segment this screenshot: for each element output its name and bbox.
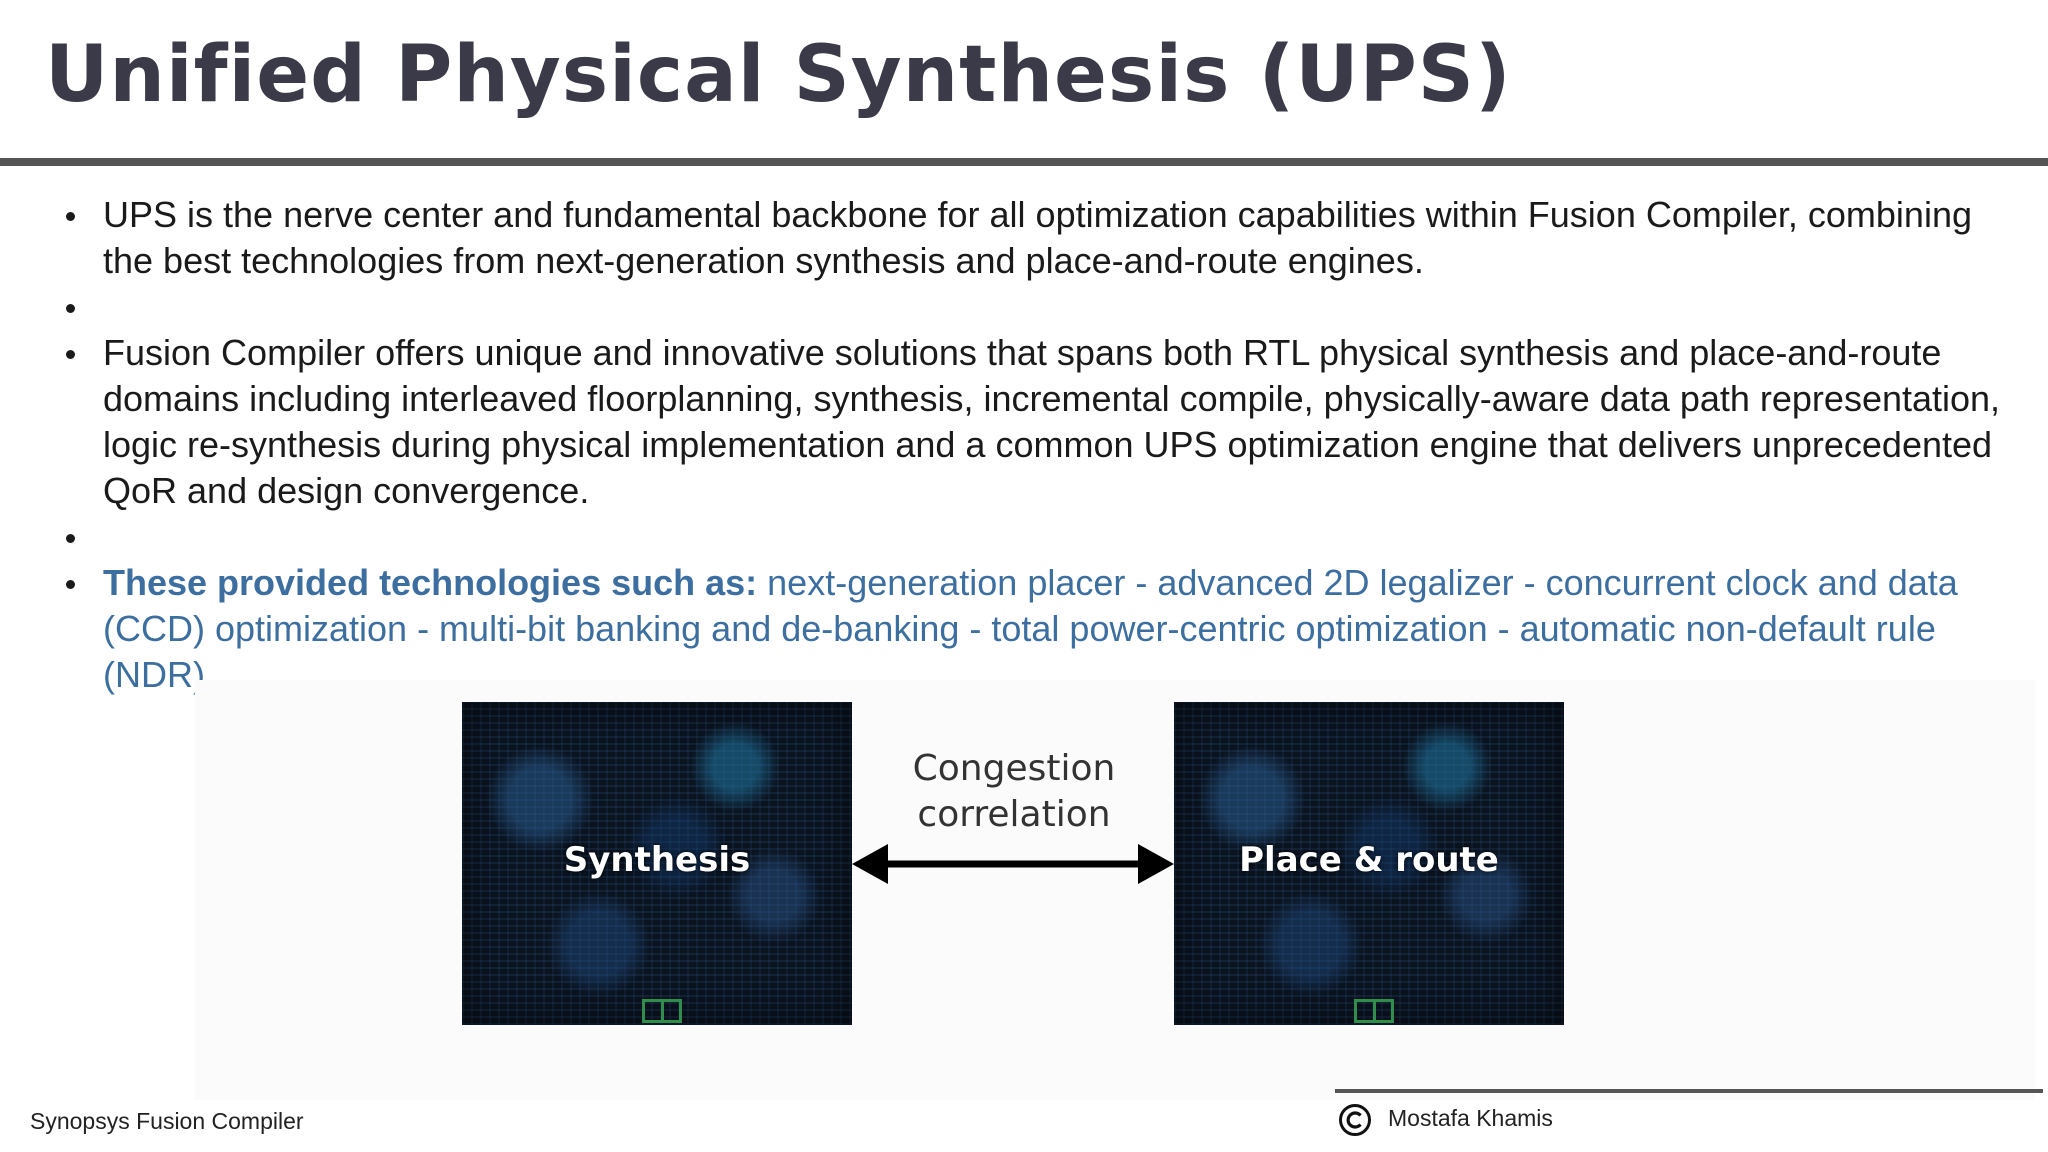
place-route-layout-image: Place & route	[1174, 702, 1564, 1025]
synthesis-layout-image: Synthesis	[462, 702, 852, 1025]
footer-author: Mostafa Khamis	[1388, 1105, 1553, 1131]
bullet-text: Fusion Compiler offers unique and innova…	[103, 332, 2001, 511]
macro-block-icon	[1354, 999, 1394, 1023]
bullet-lead: These provided technologies such as:	[103, 562, 758, 603]
bullet-item: Fusion Compiler offers unique and innova…	[62, 330, 2022, 514]
footer-course-name: Synopsys Fusion Compiler	[30, 1108, 304, 1134]
bullet-dot-icon	[66, 304, 75, 313]
bullet-item-empty	[62, 514, 2022, 560]
bullet-dot-icon	[66, 534, 75, 543]
arrow-caption-line1: Congestion	[912, 748, 1116, 789]
slide-title: Unified Physical Synthesis (UPS)	[45, 30, 1512, 120]
bullet-dot-icon	[66, 350, 75, 359]
bullet-dot-icon	[66, 212, 75, 221]
double-arrow-icon	[852, 844, 1174, 884]
bullet-list: UPS is the nerve center and fundamental …	[62, 192, 2022, 698]
title-divider	[0, 158, 2048, 166]
bullet-item-empty	[62, 284, 2022, 330]
footer-divider	[1335, 1089, 2043, 1093]
bullet-dot-icon	[66, 580, 75, 589]
place-route-label: Place & route	[1239, 840, 1499, 880]
arrow-caption: Congestion correlation	[866, 746, 1162, 838]
macro-block-icon	[642, 999, 682, 1023]
copyright-icon	[1339, 1104, 1371, 1136]
bullet-item: UPS is the nerve center and fundamental …	[62, 192, 2022, 284]
arrow-caption-line2: correlation	[917, 794, 1111, 835]
bullet-item-highlight: These provided technologies such as: nex…	[62, 560, 2022, 698]
synthesis-label: Synthesis	[563, 840, 751, 880]
bullet-text: UPS is the nerve center and fundamental …	[103, 194, 1972, 281]
bullet-text: next-generation placer - advanced 2D leg…	[103, 562, 1958, 695]
